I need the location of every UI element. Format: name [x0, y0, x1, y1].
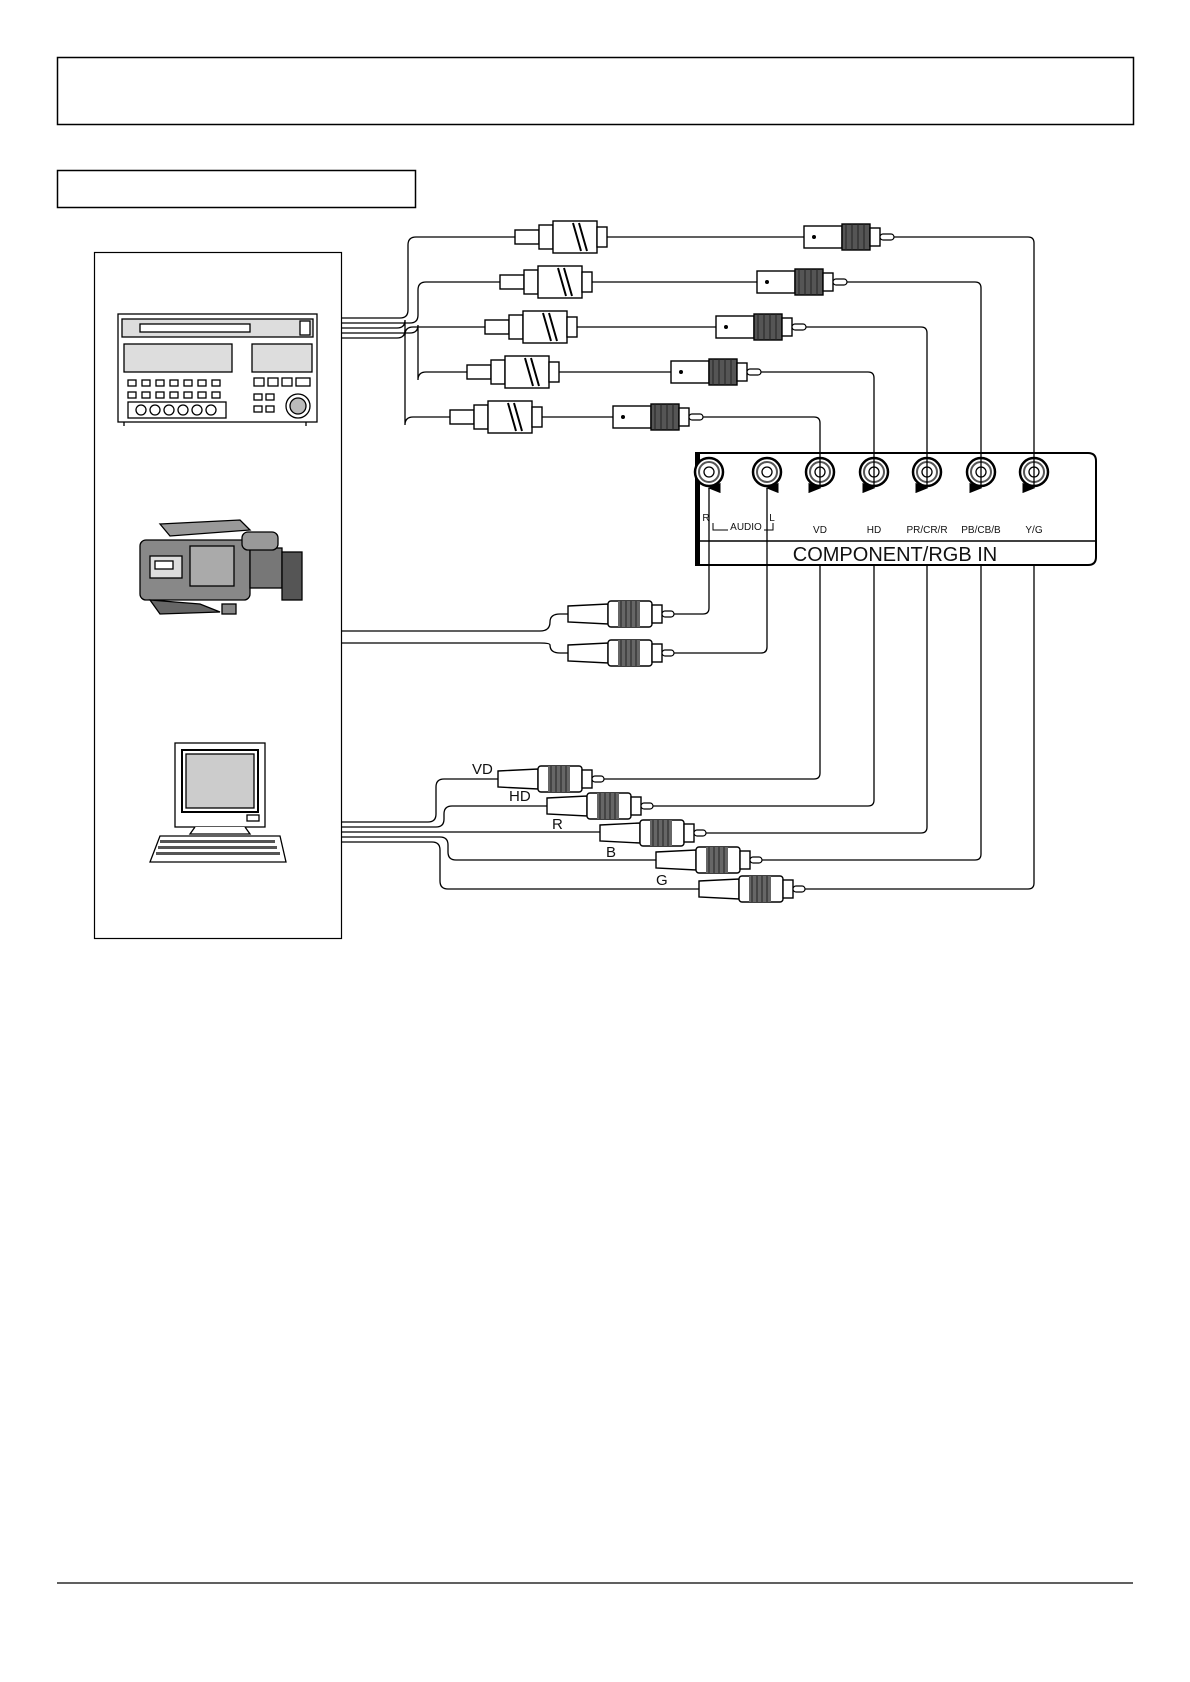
bnc-connector [449, 400, 543, 434]
cable [342, 329, 450, 426]
cable [342, 778, 498, 823]
cable [805, 565, 1035, 890]
cable [342, 805, 547, 828]
rca-connector [612, 403, 704, 431]
port-label: L [769, 513, 775, 524]
page-header-box [56, 56, 1135, 126]
cable [762, 565, 982, 861]
cable [342, 613, 568, 632]
cable-label: VD [472, 761, 493, 778]
pc-rca-plug-g [698, 875, 806, 903]
vcr-icon [117, 313, 318, 426]
cable [806, 326, 929, 494]
cable [706, 565, 928, 834]
audio-rca-plug [567, 639, 675, 667]
bnc-connector [466, 355, 560, 389]
camcorder-icon [139, 519, 303, 615]
cable-label: B [606, 844, 616, 861]
cable [342, 324, 467, 381]
cable [342, 642, 568, 654]
cable [894, 236, 1036, 494]
cable [703, 416, 822, 494]
panel-title: COMPONENT/RGB IN [793, 544, 997, 566]
source-devices-box [93, 251, 343, 940]
cable [342, 319, 485, 336]
cable [847, 281, 983, 494]
cable-label: G [656, 872, 668, 889]
bnc-connector [499, 265, 593, 299]
rca-connector [670, 358, 762, 386]
port-label: PR/CR/R [906, 525, 947, 536]
port-label: Y/G [1025, 525, 1042, 536]
pc-rca-plug-r [599, 819, 707, 847]
cable [342, 836, 656, 861]
bnc-connector [514, 220, 608, 254]
rca-connector [803, 223, 895, 251]
computer-icon [149, 742, 287, 863]
cable [674, 482, 779, 654]
component-rgb-input-panel: COMPONENT/RGB IN R L VD HD PR/CR/R PB/CB/B Y/G… [693, 452, 1097, 566]
rca-connector [756, 268, 848, 296]
port-label: R [702, 513, 709, 524]
cable [761, 371, 876, 494]
rca-connector [715, 313, 807, 341]
port-label: HD [867, 525, 881, 536]
audio-rca-plug [567, 600, 675, 628]
cable [342, 236, 515, 319]
port-label: VD [813, 525, 827, 536]
cable [674, 482, 721, 615]
cable [342, 841, 699, 890]
cable-label: R [552, 816, 563, 833]
cable [342, 281, 500, 324]
port-label: PB/CB/B [961, 525, 1001, 536]
port-r[interactable] [693, 456, 725, 488]
cable [604, 565, 821, 780]
section-heading-box [56, 169, 417, 209]
cable-label: HD [509, 788, 531, 805]
cable [653, 565, 875, 807]
pc-rca-plug-b [655, 846, 763, 874]
pc-rca-plug-hd [546, 792, 654, 820]
audio-label: AUDIO [730, 522, 762, 533]
bnc-connector [484, 310, 578, 344]
port-l[interactable] [751, 456, 783, 488]
